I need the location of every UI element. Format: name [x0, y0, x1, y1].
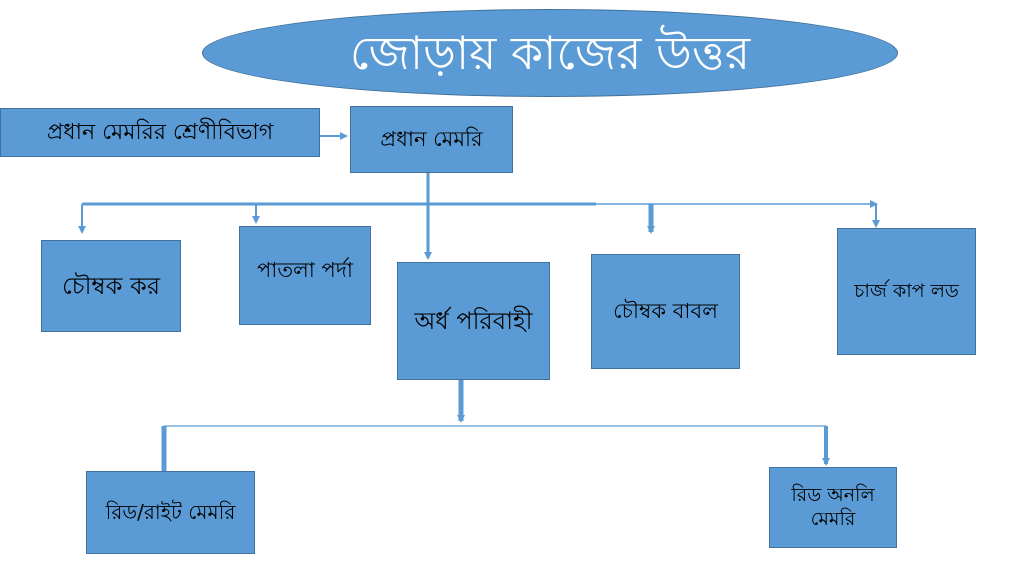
node-magnetic-core: চৌম্বক কর: [41, 240, 181, 332]
root-text: প্রধান মেমরি: [380, 127, 483, 152]
node-magnetic-bubble-text: চৌম্বক বাবল: [613, 299, 718, 324]
node-magnetic-core-text: চৌম্বক কর: [61, 272, 161, 300]
title-text: জোড়ায় কাজের উত্তর: [349, 26, 751, 80]
title-oval: জোড়ায় কাজের উত্তর: [202, 9, 898, 97]
node-thin-film-text: পাতলা পর্দা: [257, 258, 353, 282]
node-read-write-memory-text: রিড/রাইট মেমরি: [105, 500, 236, 524]
node-read-only-memory: রিড অনলি মেমরি: [769, 467, 897, 548]
root-box: প্রধান মেমরি: [350, 106, 513, 173]
node-charge-coupled-text: চার্জ কাপ লড: [854, 279, 959, 302]
node-semiconductor-text: অর্ধ পরিবাহী: [414, 307, 533, 335]
node-read-write-memory: রিড/রাইট মেমরি: [86, 471, 255, 554]
heading-label-box: প্রধান মেমরির শ্রেণীবিভাগ: [0, 108, 320, 157]
node-read-only-memory-text: রিড অনলি মেমরি: [791, 483, 875, 530]
node-thin-film: পাতলা পর্দা: [239, 226, 371, 325]
node-semiconductor: অর্ধ পরিবাহী: [397, 262, 550, 380]
heading-label-text: প্রধান মেমরির শ্রেণীবিভাগ: [46, 119, 274, 145]
node-magnetic-bubble: চৌম্বক বাবল: [591, 254, 740, 369]
node-charge-coupled: চার্জ কাপ লড: [837, 228, 976, 355]
